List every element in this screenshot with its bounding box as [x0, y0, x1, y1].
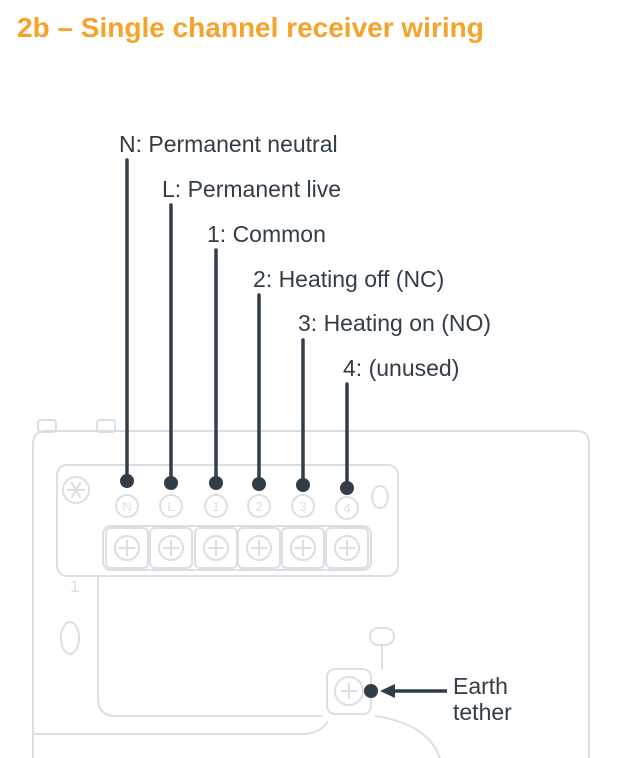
terminal-dot-common	[209, 476, 223, 490]
mounting-screw-icon	[62, 476, 90, 504]
terminal-dot-neutral	[120, 474, 134, 488]
terminal-label-neutral: N: Permanent neutral	[119, 131, 338, 157]
terminal-id-4-text: 4	[343, 501, 350, 516]
page-title: 2b – Single channel receiver wiring	[17, 12, 484, 43]
terminal-id-4: 4	[335, 496, 359, 520]
leader-unused	[340, 382, 354, 495]
terminal-screw-icon	[194, 527, 238, 569]
leader-heating-off	[252, 293, 266, 491]
terminal-label-live: L: Permanent live	[162, 176, 341, 202]
earth-dot	[364, 684, 378, 698]
earth-arrowhead-icon	[380, 684, 395, 698]
leader-live	[164, 203, 178, 490]
backplate-top-tab	[37, 419, 57, 433]
mounting-slot	[60, 621, 80, 655]
bottom-right-contour	[374, 715, 441, 758]
terminal-screw-icon	[149, 527, 193, 569]
terminal-dot-heating-on	[296, 478, 310, 492]
receiver-backplate: N L 1 2 3 4	[32, 419, 590, 758]
terminal-id-n: N	[115, 494, 139, 518]
terminal-leader-lines	[120, 158, 354, 495]
terminal-id-1: 1	[204, 494, 228, 518]
terminal-screw-icon	[105, 527, 149, 569]
terminal-id-l: L	[159, 494, 183, 518]
terminal-dot-live	[164, 476, 178, 490]
terminal-id-3: 3	[291, 494, 315, 518]
terminal-id-3-text: 3	[299, 499, 306, 514]
leader-common	[209, 248, 223, 490]
plate-marking: 1	[70, 577, 79, 596]
terminal-label-heating-on: 3: Heating on (NO)	[298, 310, 492, 336]
earth-clip	[369, 627, 395, 646]
terminal-label-common: 1: Common	[207, 221, 326, 247]
terminal-screw-icon	[281, 527, 325, 569]
terminal-screw-icon	[237, 527, 281, 569]
terminal-id-l-text: L	[167, 499, 174, 514]
terminal-screw-strip	[102, 525, 372, 571]
backplate-top-tab	[96, 419, 116, 433]
leader-neutral	[120, 158, 134, 488]
earth-pointer	[364, 684, 447, 698]
terminal-id-n-text: N	[122, 499, 131, 514]
terminal-id-1-text: 1	[212, 499, 219, 514]
earth-tether-label-line1: Earth	[453, 673, 508, 699]
bottom-edge-line	[33, 720, 329, 735]
cable-hole	[371, 485, 389, 509]
leader-heating-on	[296, 338, 310, 492]
terminal-housing	[56, 464, 399, 577]
terminal-id-2-text: 2	[255, 499, 262, 514]
terminal-screw-icon	[325, 527, 369, 569]
terminal-id-2: 2	[247, 494, 271, 518]
terminal-label-unused: 4: (unused)	[343, 355, 460, 381]
earth-tether-label: Earth tether	[453, 673, 512, 725]
backplate-outline	[32, 430, 590, 758]
inner-contour	[97, 576, 322, 717]
earth-tether-label-line2: tether	[453, 699, 512, 725]
terminal-dot-unused	[340, 481, 354, 495]
terminal-dot-heating-off	[252, 477, 266, 491]
terminal-label-heating-off: 2: Heating off (NC)	[253, 266, 445, 292]
